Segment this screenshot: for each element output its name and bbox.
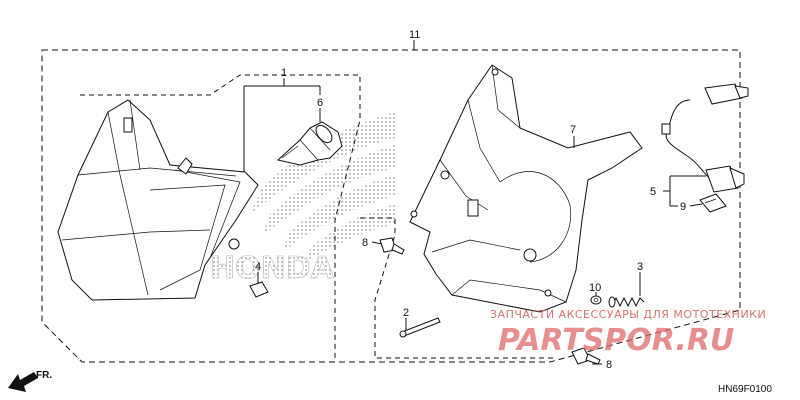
headlight-frame: [80, 74, 361, 362]
callout-6: 6: [317, 97, 323, 109]
callout-4: 4: [255, 261, 261, 273]
headlight-bracket: [409, 64, 643, 313]
callout-10: 10: [589, 282, 601, 294]
screw-long: [399, 317, 441, 338]
assembly-frame: [41, 49, 741, 363]
wire-harness: [661, 83, 749, 193]
callout-3: 3: [637, 261, 643, 273]
callout-11: 11: [409, 29, 420, 41]
watermark-line1: ЗАПЧАСТИ АКСЕССУАРЫ ДЛЯ МОТОТЕХНИКИ: [490, 308, 766, 321]
honda-logo-text: HONDA: [210, 251, 335, 286]
diagram-code: HN69F0100: [718, 384, 772, 395]
callout-1: 1: [281, 67, 287, 79]
callout-9: 9: [680, 201, 686, 213]
rubber-grommet: [699, 193, 727, 213]
callout-5: 5: [650, 186, 656, 198]
headlight-bulb: [276, 121, 343, 166]
shop-watermark: ЗАПЧАСТИ АКСЕССУАРЫ ДЛЯ МОТОТЕХНИКИ PART…: [490, 308, 766, 358]
headlight-unit: [57, 99, 259, 301]
callout-8-lower: 8: [606, 359, 612, 371]
callouts: 11 1 6 4 8 2 7 3 10 8 5 9: [255, 29, 686, 371]
direction-label: FR.: [36, 370, 52, 381]
callout-2: 2: [403, 307, 409, 319]
bolt-upper: [379, 237, 405, 255]
bracket-frame: [360, 217, 555, 359]
leader-lines: [243, 40, 706, 365]
watermark-line2: PARTSPOR.RU: [498, 323, 734, 358]
spring: [608, 296, 645, 308]
callout-8-upper: 8: [362, 237, 368, 249]
front-direction-arrow: FR.: [8, 370, 52, 392]
washer: [590, 295, 602, 305]
callout-7: 7: [570, 124, 576, 136]
